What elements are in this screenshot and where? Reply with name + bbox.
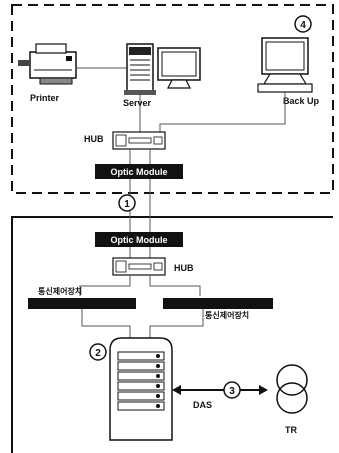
bottom-hub-label: HUB xyxy=(174,263,194,273)
top-hub-label: HUB xyxy=(84,134,104,144)
top-optic-module-label: Optic Module xyxy=(111,167,168,177)
comm-control-right-bar xyxy=(163,298,273,309)
marker-1-circle xyxy=(118,194,136,212)
right-controller-das-link xyxy=(149,309,204,338)
bottom-hub-icon xyxy=(112,257,166,276)
top-optic-module xyxy=(95,164,183,179)
das-tr-arrow xyxy=(172,385,268,395)
das-cabinet-icon xyxy=(109,337,173,441)
bottom-optic-module xyxy=(95,232,183,247)
top-zone-border xyxy=(11,4,334,194)
transformer-icon xyxy=(276,364,308,414)
marker-3-label: 3 xyxy=(229,386,235,397)
marker-4-label: 4 xyxy=(300,20,306,31)
bottom-zone-border xyxy=(11,216,333,453)
backup-label: Back Up xyxy=(283,96,320,106)
comm-control-right-label: 통신제어장치 xyxy=(205,310,249,320)
printer-label: Printer xyxy=(30,93,60,103)
marker-4-circle xyxy=(294,15,312,33)
server-icon xyxy=(124,43,156,95)
server-label: Server xyxy=(123,98,152,108)
comm-control-left-label: 통신제어장치 xyxy=(38,286,82,296)
marker-2-circle xyxy=(89,343,107,361)
comm-control-left-bar xyxy=(28,298,136,309)
marker-2-label: 2 xyxy=(95,348,101,359)
das-label: DAS xyxy=(193,400,212,410)
hub-right-controller-link xyxy=(149,275,201,296)
bottom-optic-module-label: Optic Module xyxy=(111,235,168,245)
marker-1-label: 1 xyxy=(124,199,130,210)
marker-3-circle xyxy=(223,381,241,399)
top-hub-icon xyxy=(112,131,166,150)
monitor-icon xyxy=(157,47,201,89)
tr-label: TR xyxy=(285,425,297,435)
backup-hub-link xyxy=(159,92,286,138)
backup-computer-icon xyxy=(257,37,313,93)
printer-icon xyxy=(18,43,77,85)
hub-left-controller-link xyxy=(79,275,131,296)
left-controller-das-link xyxy=(81,309,131,338)
